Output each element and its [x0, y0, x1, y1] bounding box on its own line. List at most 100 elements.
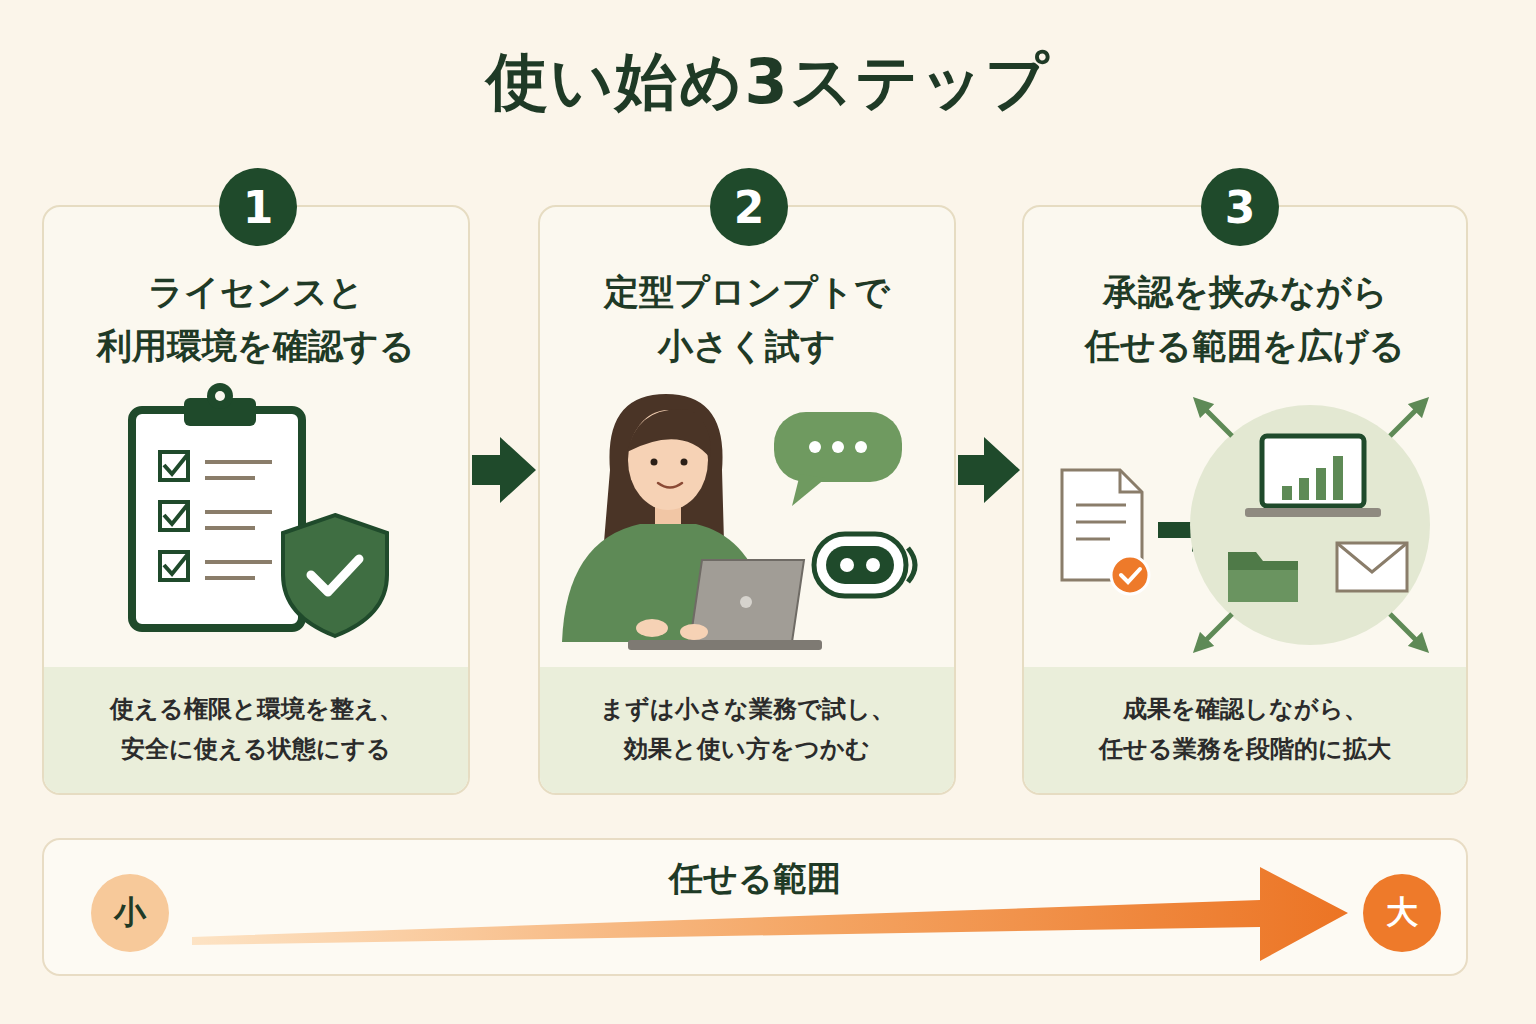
chat-bubble-icon-part	[855, 441, 867, 453]
shield-icon	[283, 515, 387, 636]
step-number-fill	[710, 168, 788, 246]
person-illustration-part	[681, 459, 688, 466]
robot-icon-part	[826, 546, 894, 584]
laptop-chart-icon-part	[1333, 456, 1343, 500]
chat-bubble-icon-part	[774, 412, 902, 482]
expand-arrows-part	[1390, 404, 1422, 436]
clipboard-icon-part	[215, 391, 225, 401]
person-illustration-part	[680, 624, 708, 640]
person-illustration-part	[628, 410, 708, 510]
shield-icon-part	[283, 515, 387, 636]
robot-icon-part	[840, 558, 854, 572]
laptop-chart-icon-part	[1299, 478, 1309, 500]
step-description-band: 使える権限と環境を整え、 安全に使える状態にする	[44, 667, 468, 793]
clipboard-icon-part	[205, 462, 272, 578]
step-number: 2	[709, 167, 789, 247]
step-heading: 承認を挟みながら 任せる範囲を広げる	[1042, 265, 1448, 374]
clipboard-icon-part	[160, 452, 188, 480]
small-arrow-part	[1158, 522, 1194, 538]
robot-icon-part	[814, 534, 906, 596]
person-illustration-part	[651, 459, 658, 466]
step-number-fill	[219, 168, 297, 246]
step-number-circle: 3	[1200, 167, 1280, 247]
clipboard-icon-part	[207, 383, 233, 409]
step-number: 3	[1200, 167, 1280, 247]
laptop-chart-icon-part	[1316, 468, 1326, 500]
clipboard-icon-part	[164, 554, 188, 574]
scale-min: 小	[90, 873, 170, 953]
scope-scale-box: 任せる範囲小 大	[42, 838, 1468, 976]
clipboard-icon-part	[184, 398, 256, 426]
expand-arrows-part	[1200, 404, 1232, 436]
chat-bubble-icon-part	[809, 441, 821, 453]
robot-icon	[814, 534, 915, 596]
person-illustration-part	[636, 619, 668, 637]
envelope-icon-part	[1337, 543, 1407, 591]
step-number: 1	[218, 167, 298, 247]
envelope-icon	[1337, 543, 1407, 591]
document-icon-part	[1120, 470, 1142, 492]
chat-bubble-icon	[774, 412, 902, 506]
step-flow-arrow	[472, 437, 536, 503]
scale-min-circle: 小	[90, 873, 170, 953]
scale-min-fill	[91, 874, 169, 952]
laptop-chart-icon-part	[1245, 508, 1381, 517]
small-arrow	[1158, 508, 1218, 552]
small-arrow-part	[1192, 508, 1218, 552]
step-card: 承認を挟みながら 任せる範囲を広げる成果を確認しながら、 任せる業務を段階的に拡…	[1022, 205, 1468, 795]
folder-icon-part	[1228, 552, 1298, 602]
chat-bubble-icon-part	[832, 441, 844, 453]
step-card: ライセンスと 利用環境を確認する使える権限と環境を整え、 安全に使える状態にする…	[42, 205, 470, 795]
expand-arrows-part	[1390, 614, 1422, 646]
document-icon-part	[1111, 556, 1149, 594]
clipboard-icon	[132, 383, 302, 628]
person-illustration-part	[658, 483, 682, 488]
step-description-band: まずは小さな業務で試し、 効果と使い方をつかむ	[540, 667, 954, 793]
person-illustration-part	[562, 524, 772, 642]
person-illustration-part	[604, 394, 724, 543]
step-card: 定型プロンプトで 小さく試すまずは小さな業務で試し、 効果と使い方をつかむ2	[538, 205, 956, 795]
step-flow-arrow	[958, 437, 1020, 503]
robot-icon-part	[908, 548, 915, 582]
scope-circle-part	[1190, 405, 1430, 645]
person-illustration-part	[690, 560, 804, 642]
chat-bubble-icon-part	[792, 474, 826, 506]
step-description: 成果を確認しながら、 任せる業務を段階的に拡大	[1024, 690, 1466, 769]
step-heading: 定型プロンプトで 小さく試す	[558, 265, 936, 374]
step-description: まずは小さな業務で試し、 効果と使い方をつかむ	[540, 690, 954, 769]
step-description: 使える権限と環境を整え、 安全に使える状態にする	[44, 690, 468, 769]
scale-max-circle: 大	[1362, 873, 1442, 953]
person-illustration-part	[628, 640, 822, 650]
clipboard-icon-part	[160, 502, 188, 530]
expand-arrows	[1200, 404, 1422, 646]
clipboard-icon-part	[164, 454, 188, 474]
step-number-circle: 2	[709, 167, 789, 247]
shield-icon-part	[311, 559, 359, 592]
document-icon	[1062, 470, 1149, 594]
folder-icon-part	[1228, 570, 1298, 602]
envelope-icon-part	[1337, 543, 1407, 572]
scope-gradient-arrow	[192, 867, 1348, 961]
scale-heading: 任せる範囲	[44, 856, 1466, 902]
person-illustration	[562, 394, 822, 650]
scope-circle	[1190, 405, 1430, 645]
person-illustration-part	[740, 596, 752, 608]
scale-max: 大	[1362, 873, 1442, 953]
document-icon-part	[1062, 470, 1142, 580]
laptop-chart-icon	[1245, 436, 1381, 517]
page-title: 使い始め3ステップ	[0, 40, 1536, 124]
clipboard-icon-part	[160, 552, 188, 580]
step-number-circle: 1	[218, 167, 298, 247]
clipboard-icon-part	[164, 504, 188, 524]
laptop-chart-icon-part	[1282, 486, 1292, 500]
expand-arrows-part	[1200, 614, 1232, 646]
robot-icon-part	[866, 558, 880, 572]
step-number-fill	[1201, 168, 1279, 246]
document-icon-part	[1121, 569, 1140, 582]
laptop-chart-icon-part	[1262, 436, 1364, 506]
document-icon-part	[1076, 505, 1126, 539]
person-illustration-part	[655, 500, 681, 530]
person-illustration-part	[627, 409, 711, 458]
